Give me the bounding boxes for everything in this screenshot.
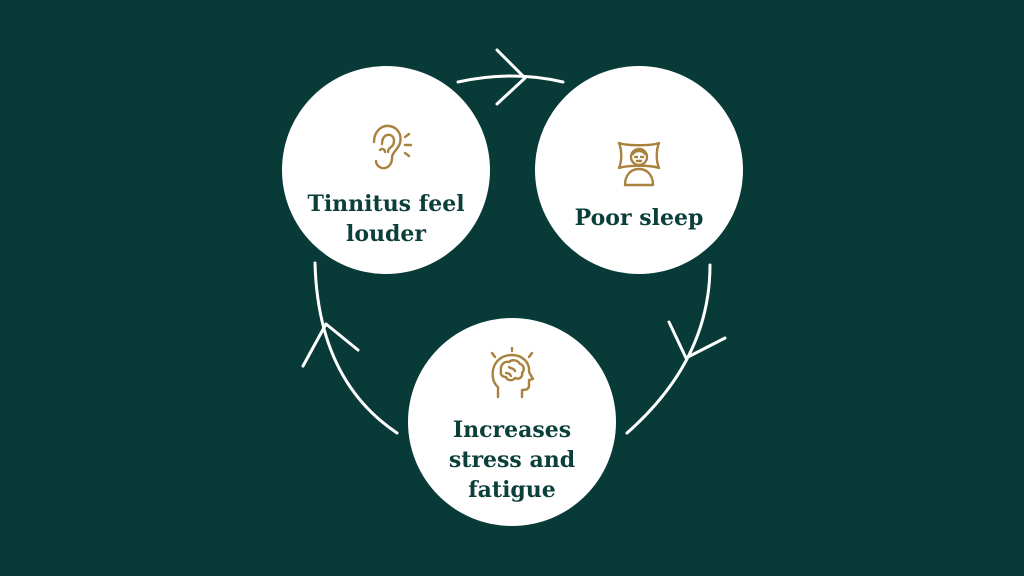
cycle-node-sleep: Poor sleep — [535, 66, 743, 274]
sleeping-person-icon — [617, 141, 661, 187]
stressed-head-icon — [490, 347, 535, 399]
tinnitus-label: Tinnitus feel louder — [307, 191, 465, 247]
ear-sound-icon — [372, 124, 413, 170]
arrow-stress-to-tinnitus — [301, 261, 399, 435]
stress-fatigue-label: Increases stress and fatigue — [448, 417, 576, 503]
cycle-node-tinnitus: Tinnitus feel louder — [282, 66, 490, 274]
arrow-sleep-to-stress — [625, 263, 727, 435]
cycle-node-stress: Increases stress and fatigue — [408, 318, 616, 526]
poor-sleep-label: Poor sleep — [574, 205, 704, 231]
arrow-tinnitus-to-sleep — [456, 48, 565, 106]
